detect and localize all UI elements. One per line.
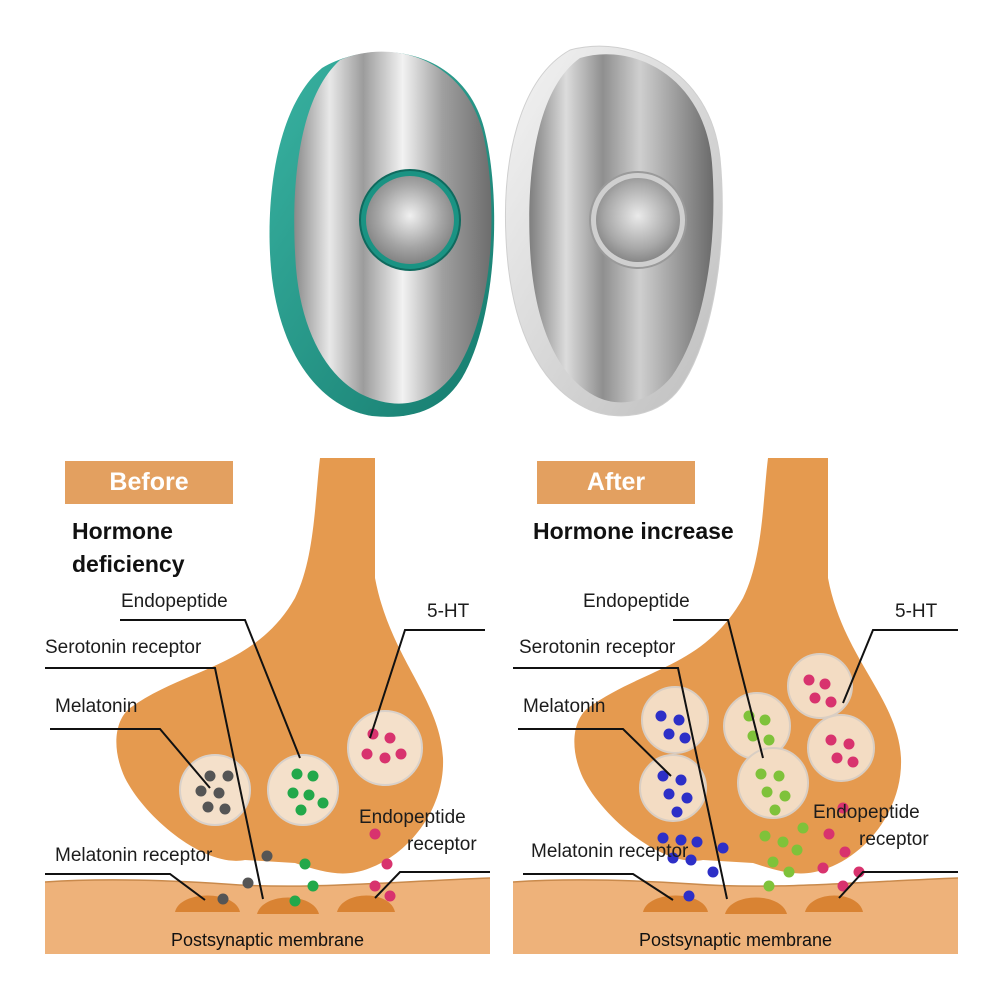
- after-badge: After: [537, 461, 695, 504]
- before-label-endopeptide-receptor-2: receptor: [407, 834, 477, 855]
- before-subtitle-line1: Hormone: [72, 518, 173, 544]
- before-synapse-illustration: [45, 458, 490, 954]
- after-subtitle: Hormone increase: [533, 518, 734, 544]
- before-subtitle-line2: deficiency: [72, 551, 185, 577]
- after-label-endopeptide-receptor-1: Endopeptide: [813, 802, 920, 823]
- after-label-endopeptide-receptor-2: receptor: [859, 829, 929, 850]
- before-label-serotonin-receptor: Serotonin receptor: [45, 637, 202, 658]
- after-label-membrane: Postsynaptic membrane: [638, 930, 833, 950]
- before-label-membrane: Postsynaptic membrane: [170, 930, 365, 950]
- before-label-endopeptide-receptor-1: Endopeptide: [359, 807, 466, 828]
- after-panel: After Hormone increase Endopeptide Serot…: [513, 458, 958, 954]
- after-label-melatonin-receptor: Melatonin receptor: [531, 841, 689, 862]
- after-label-5ht: 5-HT: [895, 601, 938, 622]
- silver-device-image: [500, 38, 730, 423]
- before-badge: Before: [65, 461, 233, 504]
- green-device-image: [262, 38, 502, 423]
- before-label-5ht: 5-HT: [427, 601, 470, 622]
- before-label-endopeptide: Endopeptide: [121, 591, 228, 612]
- after-synapse-illustration: [513, 458, 958, 954]
- before-label-melatonin: Melatonin: [55, 696, 138, 717]
- after-label-melatonin: Melatonin: [523, 696, 606, 717]
- after-label-endopeptide: Endopeptide: [583, 591, 690, 612]
- before-label-melatonin-receptor: Melatonin receptor: [55, 845, 213, 866]
- after-label-serotonin-receptor: Serotonin receptor: [519, 637, 676, 658]
- before-panel: Before Hormone deficiency Endopeptide Se…: [45, 458, 490, 954]
